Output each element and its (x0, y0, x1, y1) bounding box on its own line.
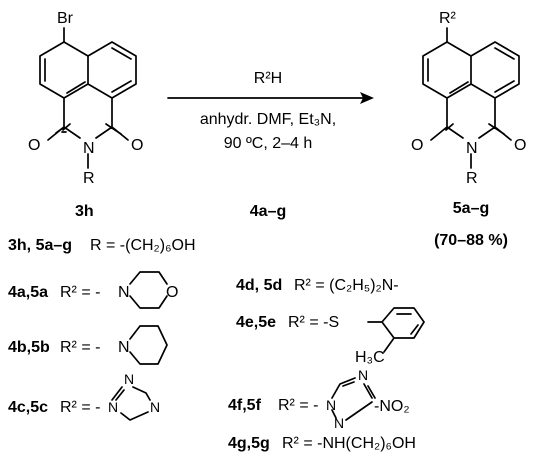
entry-f-nitro: -NO₂ (374, 398, 410, 415)
reaction-conditions-1: anhydr. DMF, Et₃N, (200, 111, 336, 128)
piperidine-ring (129, 325, 168, 365)
morpholine-oxygen: O (166, 284, 178, 301)
entry-c: 4c,5c R² = - N N N (8, 371, 160, 421)
reagent-label: 4a–g (250, 203, 286, 220)
reactant-bromine: Br (57, 10, 74, 27)
triazole-f-n2: N (334, 415, 344, 431)
product-nitrogen: N (466, 140, 478, 157)
reactant-nitrogen: N (83, 140, 95, 157)
r-definition-compounds: 3h, 5a–g (8, 237, 72, 254)
arrowhead-icon (360, 92, 374, 104)
reactant-label: 3h (75, 203, 94, 220)
reaction-conditions-2: 90 ºC, 2–4 h (224, 135, 313, 152)
entry-e-methyl: H₃C (355, 349, 385, 366)
entry-e-r2: R² = -S (288, 314, 339, 331)
entry-d-label: 4d, 5d (236, 277, 282, 294)
triazole-c-n1: N (108, 399, 118, 415)
product-oxygen-left: O (411, 137, 423, 154)
entry-f-label: 4f,5f (228, 397, 262, 414)
entry-g: 4g,5g R² = -NH(CH₂)₆OH (228, 435, 416, 452)
entry-a-label: 4a,5a (8, 284, 48, 301)
entry-b-label: 4b,5b (8, 339, 50, 356)
reactant-structure: Br O O N R 3h (28, 10, 143, 220)
entry-c-label: 4c,5c (8, 399, 48, 416)
product-r-group: R (466, 170, 478, 187)
product-oxygen-right: O (514, 137, 526, 154)
entry-d-r2: R² = (C₂H₅)₂N- (294, 277, 399, 294)
tolyl-ring (367, 307, 425, 353)
reactant-r-group: R (83, 170, 95, 187)
entry-g-r2: R² = -NH(CH₂)₆OH (282, 435, 416, 452)
reaction-arrow-group: R²H anhydr. DMF, Et₃N, 90 ºC, 2–4 h 4a–g (167, 70, 374, 220)
product-substituent: R² (439, 10, 457, 27)
triazole-f-n4: N (358, 367, 368, 383)
entry-e-label: 4e,5e (236, 314, 276, 331)
reactant-oxygen-right: O (131, 137, 143, 154)
triazole-c-n4: N (150, 399, 160, 415)
product-structure: R² O O N R (411, 10, 526, 187)
entry-f: 4f,5f R² = - N N N -NO₂ (228, 367, 410, 431)
triazole-f-n1: N (326, 397, 336, 413)
entry-a: 4a,5a R² = - N O (8, 271, 178, 309)
entry-d: 4d, 5d R² = (C₂H₅)₂N- (236, 277, 399, 294)
reagent-top: R²H (254, 70, 282, 87)
r-definition-text: R = -(CH₂)₆OH (90, 237, 196, 254)
entry-f-r2: R² = - (278, 397, 318, 414)
morpholine-nitrogen: N (118, 284, 130, 301)
entry-b-r2: R² = - (60, 339, 100, 356)
morpholine-ring (129, 271, 168, 309)
triazole-c-n2: N (124, 371, 134, 387)
entry-a-r2: R² = - (60, 284, 100, 301)
product-yield: (70–88 %) (434, 232, 508, 249)
entry-b: 4b,5b R² = - N (8, 325, 168, 365)
entry-e: 4e,5e R² = -S H₃C (236, 307, 425, 366)
reactant-oxygen-left: O (28, 137, 40, 154)
entry-g-label: 4g,5g (228, 435, 270, 452)
product-label: 5a–g (453, 200, 489, 217)
entry-c-r2: R² = - (60, 399, 100, 416)
triazole-f-ring (331, 377, 376, 421)
piperidine-nitrogen: N (118, 339, 130, 356)
triazole-c-ring (111, 386, 151, 421)
